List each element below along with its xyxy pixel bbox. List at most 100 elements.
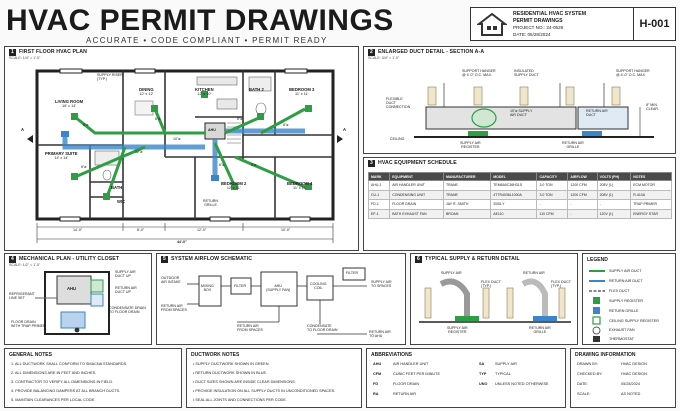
- abbreviation-code: SA: [479, 362, 485, 366]
- duct-size: 10"ø: [173, 137, 181, 141]
- room-bath2: BATH 2: [249, 87, 264, 92]
- return-duct-label: RETURN AIR DUCT: [586, 109, 608, 118]
- abbreviations-panel: ABBREVIATIONS AHU AIR HANDLER UNIT SA SUPPL…: [366, 348, 566, 408]
- condensate-label: CONDENSATE TO FLOOR DRAIN: [307, 324, 338, 333]
- title-block-line1: RESIDENTIAL HVAC SYSTEM: [513, 11, 587, 17]
- schedule-cell: -: [567, 208, 598, 219]
- ductwork-note: • SUPPLY DUCTWORK SHOWN IN GREEN.: [193, 362, 270, 366]
- ceiling-label: CEILING: [390, 137, 405, 141]
- refrigerant-label: REFRIGERANT LINE SET: [9, 292, 35, 301]
- schedule-cell: -: [536, 199, 569, 210]
- flex-duct-label-2: FLEX DUCT (TYP.): [551, 280, 571, 289]
- return-to-ahu-label: RETURN AIR TO AHU: [369, 330, 391, 339]
- legend-panel: LEGEND SUPPLY AIR DUCT RETURN AIR DUCT F…: [582, 253, 676, 345]
- schedule-cell: TEM6A0C36H31S: [490, 180, 538, 191]
- duct-section-drawing: [414, 83, 654, 138]
- ductwork-note: • PROVIDE INSULATION ON ALL SUPPLY DUCTS…: [193, 389, 336, 393]
- filter-block: FILTER: [234, 284, 247, 288]
- drawing-info-value: HVAC DESIGN: [621, 362, 647, 366]
- return-grille-label: RETURN AIR GRILLE: [562, 141, 584, 150]
- drawing-info-title: DRAWING INFORMATION: [575, 352, 636, 358]
- utility-closet-scale: SCALE: 1/2" = 1'-0": [9, 263, 41, 267]
- legend-item: RETURN GRILLE: [609, 309, 639, 313]
- general-notes-title: GENERAL NOTES: [9, 352, 52, 358]
- abbreviation-meaning: SUPPLY AIR: [495, 362, 517, 366]
- dimension: 10'-0": [281, 228, 291, 232]
- schedule-cell: EF-1: [367, 208, 391, 219]
- schedule-column-header: CAPACITY: [536, 172, 569, 181]
- flex-duct-label: FLEX DUCT (TYP.): [481, 280, 501, 289]
- schedule-cell: 110 CFM: [536, 208, 569, 219]
- title-block-line2: PERMIT DRAWINGS: [513, 18, 563, 24]
- insulated-duct-label: INSULATED SUPPLY DUCT: [514, 69, 539, 78]
- schedule-cell: TRANE: [442, 180, 492, 191]
- general-note: 4. PROVIDE BALANCING DAMPERS AT ALL BRAN…: [11, 389, 121, 393]
- abbreviation-meaning: AIR HANDLER UNIT: [393, 362, 429, 366]
- supply-to-spaces-label: SUPPLY AIR TO SPACES: [371, 280, 392, 289]
- abbreviation-meaning: UNLESS NOTED OTHERWISE: [495, 382, 549, 386]
- return-air-label: RETURN AIR: [523, 271, 545, 275]
- section-mark-a-left: A: [21, 127, 25, 132]
- duct-size: 6"ø: [219, 163, 225, 167]
- return-grille-label: RETURN AIR GRILLE: [529, 326, 551, 335]
- schedule-cell: -: [596, 199, 632, 210]
- supply-register-label: SUPPLY AIR REGISTER: [447, 326, 468, 335]
- schedule-cell: AHU-1: [367, 180, 391, 191]
- utility-closet-drawing: [35, 271, 110, 335]
- page-title: HVAC PERMIT DRAWINGS: [6, 4, 394, 37]
- abbreviation-code: UNO: [479, 382, 488, 386]
- airflow-schematic-drawing: [187, 267, 367, 335]
- section-mark-a-right: A: [343, 127, 347, 132]
- duct-size: 6"ø: [237, 117, 243, 121]
- schedule-cell: BROAN: [442, 208, 492, 219]
- schedule-column-header: MANUFACTURER: [442, 172, 492, 181]
- ductwork-notes-panel: DUCTWORK NOTES • SUPPLY DUCTWORK SHOWN I…: [186, 348, 362, 408]
- condensate-label: CONDENSATE DRAIN TO FLOOR DRAIN: [109, 306, 146, 315]
- page-subtitle: ACCURATE • CODE COMPLIANT • PERMIT READY: [86, 36, 328, 45]
- supply-duct-label: 10"ø SUPPLY AIR DUCT: [510, 109, 533, 118]
- legend-symbols: [589, 270, 605, 342]
- typical-detail-drawing: [419, 278, 571, 323]
- supply-air-label: SUPPLY AIR: [441, 271, 462, 275]
- schedule-cell: CONDENSING UNIT: [389, 189, 444, 200]
- schedule-cell: 208V (1): [596, 189, 632, 200]
- schedule-column-header: VOLTS (PH): [596, 172, 632, 181]
- flex-connection-label: FLEXIBLE DUCT CONNECTION: [386, 97, 411, 110]
- schedule-cell: FD-1: [367, 199, 391, 210]
- room-bath: BATH: [111, 185, 123, 190]
- ductwork-note: • SEAL ALL JOINTS AND CONNECTIONS PER CO…: [193, 398, 287, 402]
- abbreviation-meaning: RETURN AIR: [393, 392, 416, 396]
- ductwork-notes-title: DUCTWORK NOTES: [191, 352, 240, 358]
- general-notes-panel: GENERAL NOTES 1. ALL DUCTWORK SHALL CONF…: [4, 348, 182, 408]
- project-number: PROJECT NO.: 24-0528: [513, 25, 564, 30]
- overall-dimension: 44'-0": [177, 240, 187, 244]
- abbreviation-code: AHU: [373, 362, 382, 366]
- legend-item: EXHAUST FAN: [609, 328, 635, 332]
- abbreviation-meaning: FLOOR DRAIN: [393, 382, 419, 386]
- legend-item: SUPPLY AIR DUCT: [609, 269, 642, 273]
- house-logo-icon: [477, 12, 507, 36]
- room-wic: WIC: [117, 199, 126, 204]
- drawing-info-value: HVAC DESIGN: [621, 372, 647, 376]
- general-note: 1. ALL DUCTWORK SHALL CONFORM TO SMACNA …: [11, 362, 128, 366]
- sheet-number: H-001: [633, 8, 675, 40]
- abbreviations-title: ABBREVIATIONS: [371, 352, 413, 358]
- duct-size: 6"ø: [81, 165, 87, 169]
- drawing-info-label: CHECKED BY:: [577, 372, 603, 376]
- schedule-cell: JAY R. SMITH: [442, 199, 492, 210]
